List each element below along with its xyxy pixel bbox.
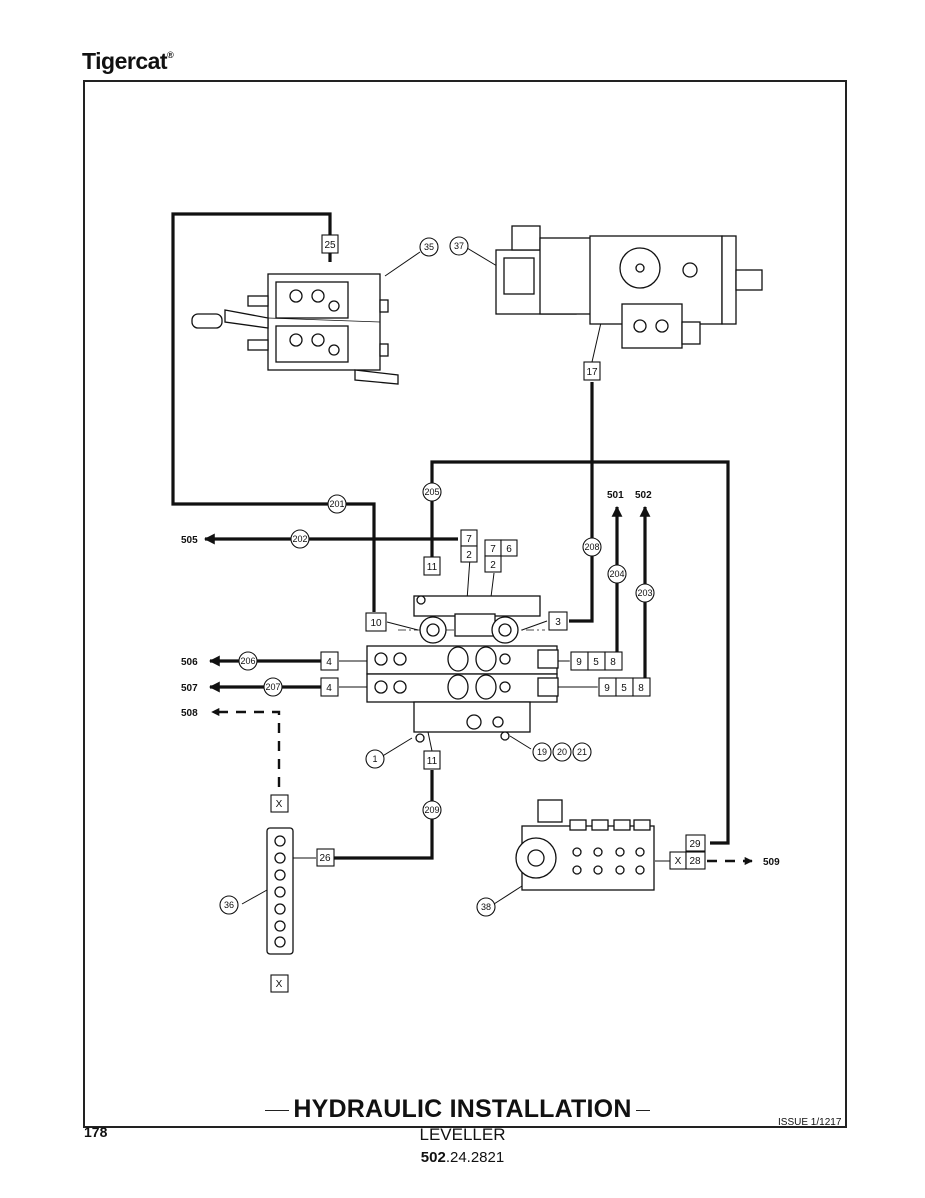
box-28: 28: [689, 856, 701, 867]
dest-506: 506: [181, 657, 198, 668]
callout-20: 20: [557, 747, 567, 757]
dest-508: 508: [181, 708, 198, 719]
callout-circles: [219, 236, 655, 917]
box-4a: 4: [326, 657, 332, 668]
box-2b: 2: [490, 560, 496, 571]
box-6: 6: [506, 544, 512, 555]
hose-209: [334, 770, 434, 860]
box-11b: 11: [427, 756, 438, 767]
box-8b: 8: [638, 683, 644, 694]
callout-208: 208: [584, 542, 599, 552]
box-labels: 25 17 7 2 7 6 2 11 10 3 4 4 9 5 8 9 5 8 …: [276, 240, 701, 990]
callout-38: 38: [481, 902, 491, 912]
page-title-text: HYDRAULIC INSTALLATION: [289, 1095, 636, 1123]
callout-209: 209: [424, 805, 439, 815]
box-17: 17: [586, 367, 598, 378]
callout-36: 36: [224, 900, 234, 910]
part-number-suffix: .24.2821: [445, 1149, 505, 1166]
label-boxes: [270, 234, 706, 993]
callout-202: 202: [292, 534, 307, 544]
box-25: 25: [324, 240, 336, 251]
callout-204: 204: [609, 569, 624, 579]
callout-1: 1: [372, 754, 377, 764]
callout-numbers: 35 37 201 202 205 208 204 203 206 207 1 …: [224, 241, 653, 912]
box-4b: 4: [326, 683, 332, 694]
box-3: 3: [555, 617, 561, 628]
main-pump-37: [495, 225, 763, 349]
hose-25-201: [171, 212, 376, 612]
box-x-top: X: [276, 799, 283, 810]
drawing-frame: [83, 80, 847, 1128]
drain-508: [211, 707, 281, 787]
box-11a: 11: [427, 562, 438, 573]
box-5a: 5: [593, 657, 599, 668]
page-subtitle: LEVELLER: [419, 1125, 506, 1144]
callout-37: 37: [454, 241, 464, 251]
callout-19: 19: [537, 747, 547, 757]
dashed-lines: [211, 707, 753, 866]
page-number: 178: [84, 1124, 108, 1140]
hose-17-208: [569, 382, 594, 623]
callout-206: 206: [240, 656, 255, 666]
callout-203: 203: [637, 588, 652, 598]
box-7b: 7: [490, 544, 496, 555]
part-number-prefix: 502: [420, 1149, 446, 1166]
box-2a: 2: [466, 550, 472, 561]
box-10: 10: [370, 618, 382, 629]
box-8a: 8: [610, 657, 616, 668]
callout-205: 205: [424, 487, 439, 497]
dest-509: 509: [763, 857, 780, 868]
box-7a: 7: [466, 534, 472, 545]
part-number: 502.24.2821: [0, 1149, 925, 1166]
dest-507: 507: [181, 683, 198, 694]
dest-501: 501: [607, 490, 624, 501]
dest-502: 502: [635, 490, 652, 501]
box-5b: 5: [621, 683, 627, 694]
box-29: 29: [689, 839, 701, 850]
brand-name: Tigercat: [82, 48, 168, 74]
box-9b: 9: [604, 683, 610, 694]
page-title: HYDRAULIC INSTALLATION: [0, 1095, 925, 1124]
box-9a: 9: [576, 657, 582, 668]
box-x-right: X: [675, 856, 682, 867]
destinations: 501 502 505 506 507 508 509: [181, 490, 780, 868]
solenoid-bank-38: [515, 799, 655, 891]
box-26: 26: [319, 853, 331, 864]
main-control-valve: [366, 595, 559, 743]
callout-35: 35: [424, 242, 434, 252]
issue-label: ISSUE 1/1217: [778, 1117, 842, 1128]
callout-201: 201: [329, 499, 344, 509]
callout-21: 21: [577, 747, 587, 757]
registered-mark: ®: [167, 50, 174, 60]
callout-207: 207: [265, 682, 280, 692]
pilot-valve-35: [191, 273, 399, 385]
brand-logo: Tigercat®: [82, 48, 174, 75]
dest-505: 505: [181, 535, 198, 546]
box-x-bottom: X: [276, 979, 283, 990]
manifold-36: [266, 827, 294, 955]
